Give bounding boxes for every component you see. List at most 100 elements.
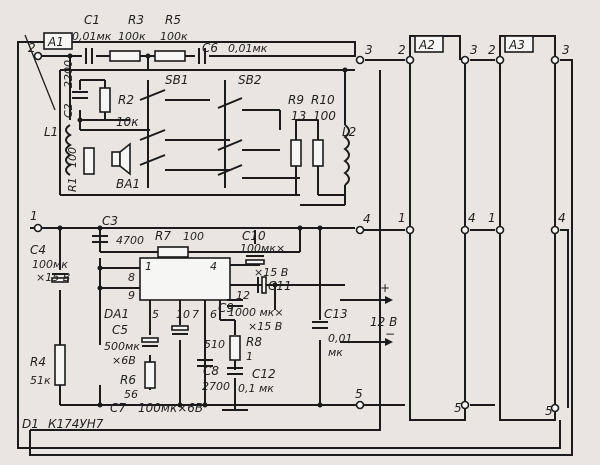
resistor-r9 [290,139,302,167]
c12-label: C12 [252,367,276,381]
a2-pin3-number: 3 [470,43,478,57]
a3-pin4-marker [550,225,560,235]
r9-value: 13 [291,109,306,123]
ic-pin8: 8 [128,271,135,284]
a3-pin4-number: 4 [558,211,566,225]
a1-pin5-number: 5 [355,387,363,401]
supply-voltage: 12 В [370,315,397,329]
c9-label: C9 [218,301,234,315]
sb2-label: SB2 [238,73,261,87]
ic-pin5: 5 [152,308,159,321]
c5-label: C5 [112,323,128,337]
r4-value: 51к [30,374,51,387]
a2-pin5-marker [460,400,470,410]
switch-sb2 [217,80,300,188]
switch-sb1 [139,80,230,188]
c13-value-line2: мк [328,346,343,359]
ic-pin6: 6 [210,308,217,321]
r2-value: 10к [116,115,139,129]
a3-pin2-number: 2 [488,43,496,57]
a1-pin2-marker [33,51,43,61]
left-block-wires [24,34,355,196]
c1-value: 0,01мк [72,30,112,43]
resistor-r4 [54,344,66,386]
amplifier-wires [59,228,356,411]
capacitor-c3 [92,235,108,243]
input-chain-wires [42,55,356,120]
capacitor-c4 [51,273,69,283]
r6-label: R6 [120,373,136,387]
a1-pin1-number: 1 [30,209,38,223]
a2-pin2-marker [405,55,415,65]
ic-da1-body [139,257,231,301]
r10-label: R10 [311,93,335,107]
c10-label: C10 [242,229,266,243]
a3-pin2-marker [495,55,505,65]
module-a1-tag [43,32,73,50]
c11-value-line1: 1000 мк× [228,306,284,319]
resistor-r2 [99,87,111,113]
r8-label: R8 [246,335,262,349]
a3-pin5-marker [550,403,560,413]
c12-value: 0,1 мк [238,382,274,395]
a2-pin3-marker [460,55,470,65]
a2-pin2-number: 2 [398,43,406,57]
a3-pin3-marker [550,55,560,65]
a2-pin4-number: 4 [468,211,476,225]
capacitor-c11 [257,276,267,294]
a1-pin4-number: 4 [363,212,371,226]
module-a3-label: A3 [508,38,525,52]
capacitor-c13 [312,321,328,329]
c4-value-line2: ×15 В [36,271,70,284]
a2-pin1-marker [405,225,415,235]
r1-value: 100 [66,147,79,168]
resistor-r1 [83,147,95,175]
inductor-l1 [65,124,72,176]
speaker-ba1 [111,142,131,176]
da1-label: DA1 [104,307,129,321]
c1-label: C1 [84,13,100,27]
c3-label: C3 [102,214,118,228]
c5-value-line2: ×6В [112,354,136,367]
r7-value: 100 [183,230,204,243]
d1-label: D1 [22,417,39,431]
ic-pin9: 9 [128,289,135,302]
a1-pin5-marker [355,400,365,410]
r1-label: R1 [66,177,79,192]
c7-value: 100мк×6В [138,401,203,415]
capacitor-c10 [245,255,265,265]
c13-label: C13 [324,307,348,321]
capacitor-c6 [198,48,206,64]
resistor-r7 [157,246,189,258]
a2-pin4-marker [460,225,470,235]
c3-value: 4700 [116,234,144,247]
inductor-l2 [343,124,350,186]
r3-label: R3 [128,13,144,27]
a1-pin1-marker [33,223,43,233]
r9-label: R9 [288,93,304,107]
pin-markers [33,51,560,413]
r7-label: R7 [155,229,171,243]
a3-pin1-marker [495,225,505,235]
a2-pin5-number: 5 [454,401,462,415]
ic-pin4: 4 [210,260,217,273]
c8-label: C8 [203,364,219,378]
r5-value: 100к [160,30,188,43]
capacitor-c2 [72,91,88,99]
capacitor-c7 [171,325,189,335]
ic-pin1: 1 [145,260,152,273]
a1-pin3-number: 3 [365,43,373,57]
r10-value: 100 [313,109,336,123]
a1-pin4-marker [355,225,365,235]
l1-label: L1 [44,125,58,139]
capacitor-c9 [227,299,243,307]
capacitor-c8 [197,359,213,367]
ic-pin12: 12 [236,289,250,302]
ic-pin10: 10 [176,308,190,321]
c5-value-line1: 500мк [104,340,140,353]
ic-pin7: 7 [192,308,199,321]
resistor-r8 [229,335,241,361]
module-a1-outline [17,41,561,449]
c4-label: C4 [30,243,46,257]
